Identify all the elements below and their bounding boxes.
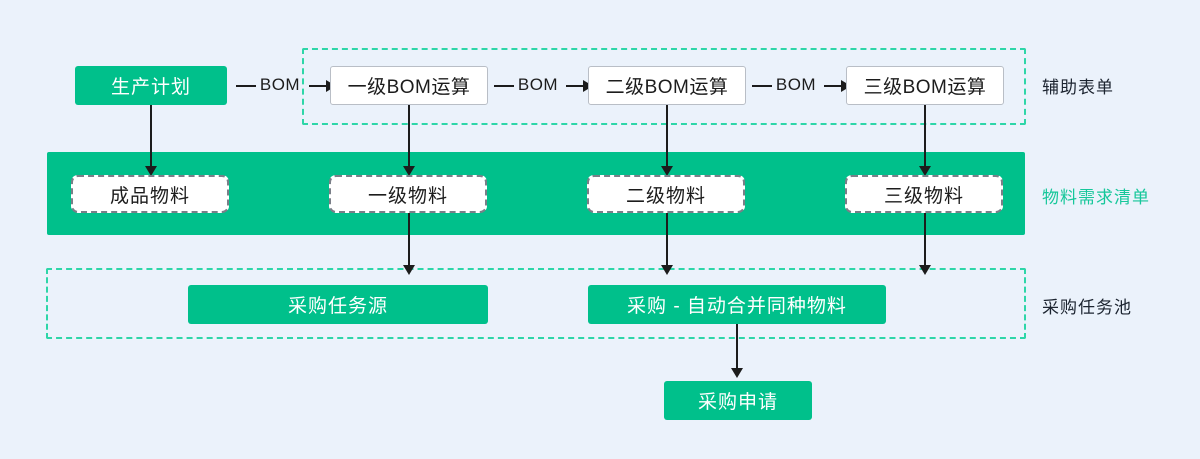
node-purchase-request[interactable]: 采购申请 xyxy=(664,381,812,420)
caption-purchase-task-pool: 采购任务池 xyxy=(1042,297,1132,317)
node-purchase-merge-label: 采购 - 自动合并同种物料 xyxy=(627,296,847,317)
node-material-level1-label: 一级物料 xyxy=(367,185,448,207)
edge-material3-to-merge-line xyxy=(924,213,926,273)
node-material-finished-label: 成品物料 xyxy=(109,185,190,207)
edge-label-bom-3: BOM xyxy=(775,75,817,94)
node-bom-level3-label: 三级BOM运算 xyxy=(863,77,987,98)
edge-bom2-to-material2-arrowhead xyxy=(661,166,673,176)
node-bom-level3[interactable]: 三级BOM运算 xyxy=(846,66,1004,105)
edge-bom3-to-material3-line xyxy=(924,105,926,168)
edge-bom1-to-material1-line xyxy=(408,105,410,168)
node-bom-level1-label: 一级BOM运算 xyxy=(347,77,471,98)
edge-bom1-arrow-line xyxy=(309,85,329,87)
node-bom-level2[interactable]: 二级BOM运算 xyxy=(588,66,746,105)
edge-merge-to-request-arrowhead xyxy=(731,368,743,378)
edge-material1-to-task-source-arrowhead xyxy=(403,265,415,275)
node-purchase-request-label: 采购申请 xyxy=(697,392,778,413)
edge-material2-to-merge-arrowhead xyxy=(661,265,673,275)
node-purchase-task-source[interactable]: 采购任务源 xyxy=(188,285,488,324)
node-bom-level2-label: 二级BOM运算 xyxy=(605,77,729,98)
edge-label-bom-1: BOM xyxy=(259,75,301,94)
node-production-plan-label: 生产计划 xyxy=(110,77,191,98)
node-material-level1[interactable]: 一级物料 xyxy=(329,175,487,213)
node-material-level3-label: 三级物料 xyxy=(883,185,964,207)
node-purchase-task-source-label: 采购任务源 xyxy=(287,296,388,317)
caption-material-requirement-list: 物料需求清单 xyxy=(1042,187,1150,207)
node-material-level3[interactable]: 三级物料 xyxy=(845,175,1003,213)
node-material-level2-label: 二级物料 xyxy=(625,185,706,207)
edge-material2-to-merge-line xyxy=(666,213,668,273)
node-material-finished[interactable]: 成品物料 xyxy=(71,175,229,213)
edge-plan-to-finished-line xyxy=(150,105,152,168)
node-material-level2[interactable]: 二级物料 xyxy=(587,175,745,213)
caption-auxiliary-form: 辅助表单 xyxy=(1042,77,1114,97)
edge-bom3-arrow-line xyxy=(824,85,844,87)
edge-plan-to-bom1-stub xyxy=(236,85,256,87)
edge-bom3-to-material3-arrowhead xyxy=(919,166,931,176)
edge-merge-to-request-line xyxy=(736,324,738,374)
auxiliary-form-group xyxy=(302,48,1026,125)
node-purchase-merge[interactable]: 采购 - 自动合并同种物料 xyxy=(588,285,886,324)
purchase-task-pool-group xyxy=(46,268,1026,339)
node-production-plan[interactable]: 生产计划 xyxy=(75,66,227,105)
edge-bom1-to-bom2-stub xyxy=(494,85,514,87)
edge-bom1-to-material1-arrowhead xyxy=(403,166,415,176)
node-bom-level1[interactable]: 一级BOM运算 xyxy=(330,66,488,105)
edge-material3-to-merge-arrowhead xyxy=(919,265,931,275)
edge-label-bom-2: BOM xyxy=(517,75,559,94)
edge-bom2-arrow-line xyxy=(566,85,586,87)
edge-bom2-to-material2-line xyxy=(666,105,668,168)
edge-material1-to-task-source-line xyxy=(408,213,410,273)
edge-bom2-to-bom3-stub xyxy=(752,85,772,87)
edge-plan-to-finished-arrowhead xyxy=(145,166,157,176)
